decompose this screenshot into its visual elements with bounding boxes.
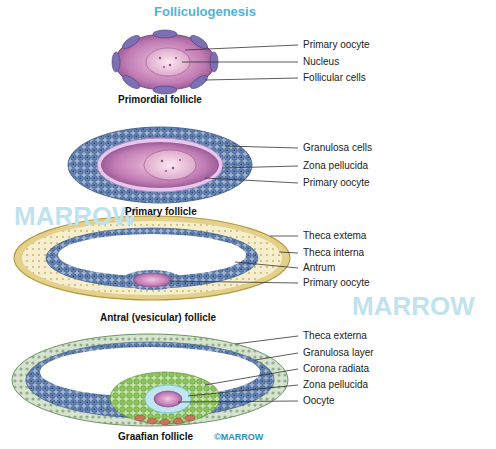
part-label: Primary oocyte (303, 277, 370, 289)
part-label: Theca extema (303, 230, 366, 242)
part-label: Theca interna (303, 247, 364, 259)
part-label: Nucleus (303, 56, 339, 68)
watermark: MARROW (352, 291, 475, 322)
follicle-caption: Primary follicle (125, 206, 197, 218)
copyright-mark: ©MARROW (214, 432, 263, 443)
diagram-title: Folliculogenesis (0, 4, 410, 20)
part-label: Oocyte (303, 395, 335, 407)
part-label: Primary oocyte (303, 39, 370, 51)
part-label: Zona pellucida (303, 379, 368, 391)
watermark: MARROW (14, 201, 137, 232)
part-label: Follicular cells (303, 72, 366, 84)
follicle-caption: Antral (vesicular) follicle (100, 312, 216, 324)
part-label: Granulosa cells (303, 142, 372, 154)
part-label: Zona pellucida (303, 160, 368, 172)
part-label: Antrum (303, 262, 335, 274)
part-label: Theca externa (303, 330, 367, 342)
follicle-caption: Primordial follicle (118, 94, 202, 106)
part-label: Corona radiata (303, 363, 369, 375)
follicle-caption: Graafian follicle (118, 431, 193, 443)
part-label: Primary oocyte (303, 177, 370, 189)
part-label: Granulosa layer (303, 347, 374, 359)
